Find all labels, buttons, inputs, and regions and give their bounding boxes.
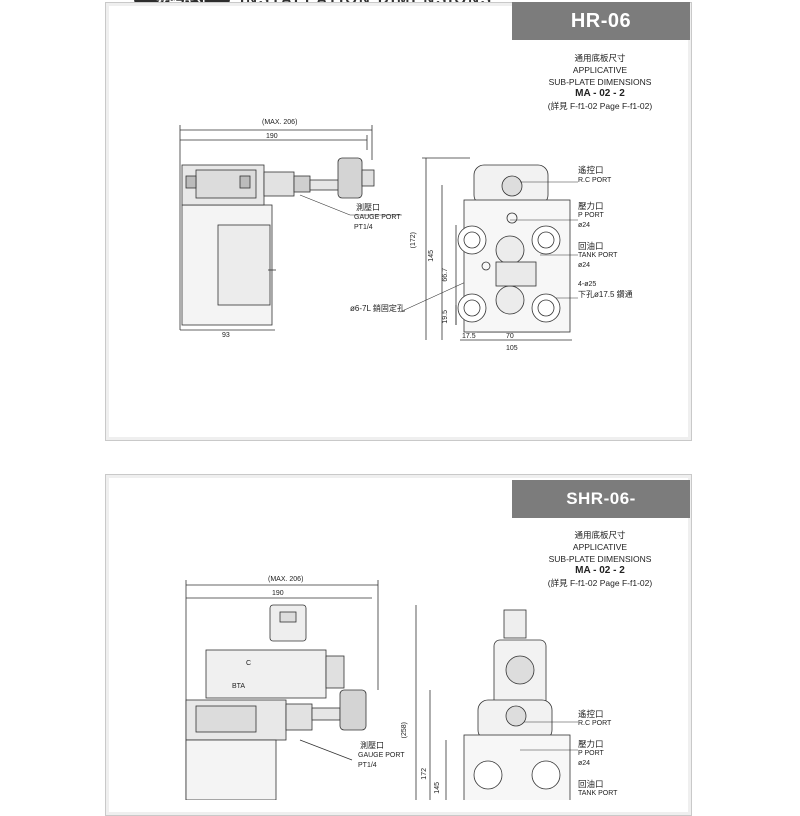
gauge-port-cn-2: 測壓口	[360, 741, 384, 750]
subplate-model: MA - 02 - 2	[575, 88, 625, 99]
t-port-en-2: TANK PORT	[578, 790, 618, 797]
p-port-cn: 壓力口	[578, 201, 604, 211]
p-port-dia: ø24	[578, 222, 591, 229]
subplate-info: 通用底板尺寸 APPLICATIVE SUB-PLATE DIMENSIONS …	[520, 52, 680, 112]
rc-port-en-2: R.C PORT	[578, 720, 612, 727]
subplate-model: MA - 02 - 2	[575, 565, 625, 576]
t-port-cn: 回油口	[578, 241, 604, 251]
dim-190: 190	[266, 133, 278, 140]
pin-hole-label: ø6-7L 銷固定孔	[350, 304, 405, 313]
rc-port-en: R.C PORT	[578, 177, 612, 184]
subplate-cn: 通用底板尺寸	[574, 530, 626, 540]
dim-145-2: 145	[434, 782, 441, 794]
holes-label: 4-ø25	[578, 281, 597, 288]
model-badge-2: SHR-06-1PN/1NP...DC	[512, 480, 690, 546]
p-port-en-2: P PORT	[578, 750, 604, 757]
subplate-en1: APPLICATIVE	[572, 542, 628, 552]
coil-bta-label: BTA	[232, 683, 246, 690]
dim-190-2: 190	[272, 590, 284, 597]
dim-70: 70	[506, 333, 514, 340]
subplate-en2: SUB-PLATE DIMENSIONS	[548, 77, 652, 87]
gauge-port-en: GAUGE PORT	[354, 214, 401, 221]
gauge-port-pt-2: PT1/4	[358, 762, 377, 769]
dim-172-2: 172	[421, 768, 428, 780]
dim-max-2: (MAX. 206)	[268, 576, 304, 583]
t-port-en: TANK PORT	[578, 252, 618, 259]
subplate-cn: 通用底板尺寸	[574, 53, 626, 63]
t-port-dia: ø24	[578, 262, 591, 269]
gauge-port-cn: 測壓口	[356, 203, 380, 212]
model-badge: HR-06	[512, 2, 690, 40]
coil-c-label: C	[246, 660, 252, 667]
dim-max: (MAX. 206)	[262, 119, 298, 126]
subplate-en1: APPLICATIVE	[572, 65, 628, 75]
dim-93: 93	[222, 332, 230, 339]
subplate-en2: SUB-PLATE DIMENSIONS	[548, 554, 652, 564]
dim-17: 17.5	[462, 333, 476, 340]
rc-port-cn-2: 遙控口	[578, 709, 604, 719]
subplate-info-2: 通用底板尺寸 APPLICATIVE SUB-PLATE DIMENSIONS …	[520, 529, 680, 589]
subplate-ref: (詳見 F-f1-02 Page F-f1-02)	[547, 101, 653, 111]
rc-port-cn: 遙控口	[578, 165, 604, 175]
p-port-dia-2: ø24	[578, 760, 591, 767]
t-port-cn-2: 回油口	[578, 779, 604, 789]
p-port-cn-2: 壓力口	[578, 739, 604, 749]
model-title-2: SHR-06-1PN/1NP...DC	[544, 489, 658, 546]
dim-258: (258)	[401, 722, 408, 739]
subplate-ref: (詳見 F-f1-02 Page F-f1-02)	[547, 578, 653, 588]
gauge-port-en-2: GAUGE PORT	[358, 752, 405, 759]
dim-105: 105	[506, 345, 518, 352]
p-port-en: P PORT	[578, 212, 604, 219]
holes-through-label: 下孔ø17.5 鑽通	[578, 290, 633, 299]
model-title: HR-06	[570, 10, 632, 32]
gauge-port-pt: PT1/4	[354, 224, 373, 231]
